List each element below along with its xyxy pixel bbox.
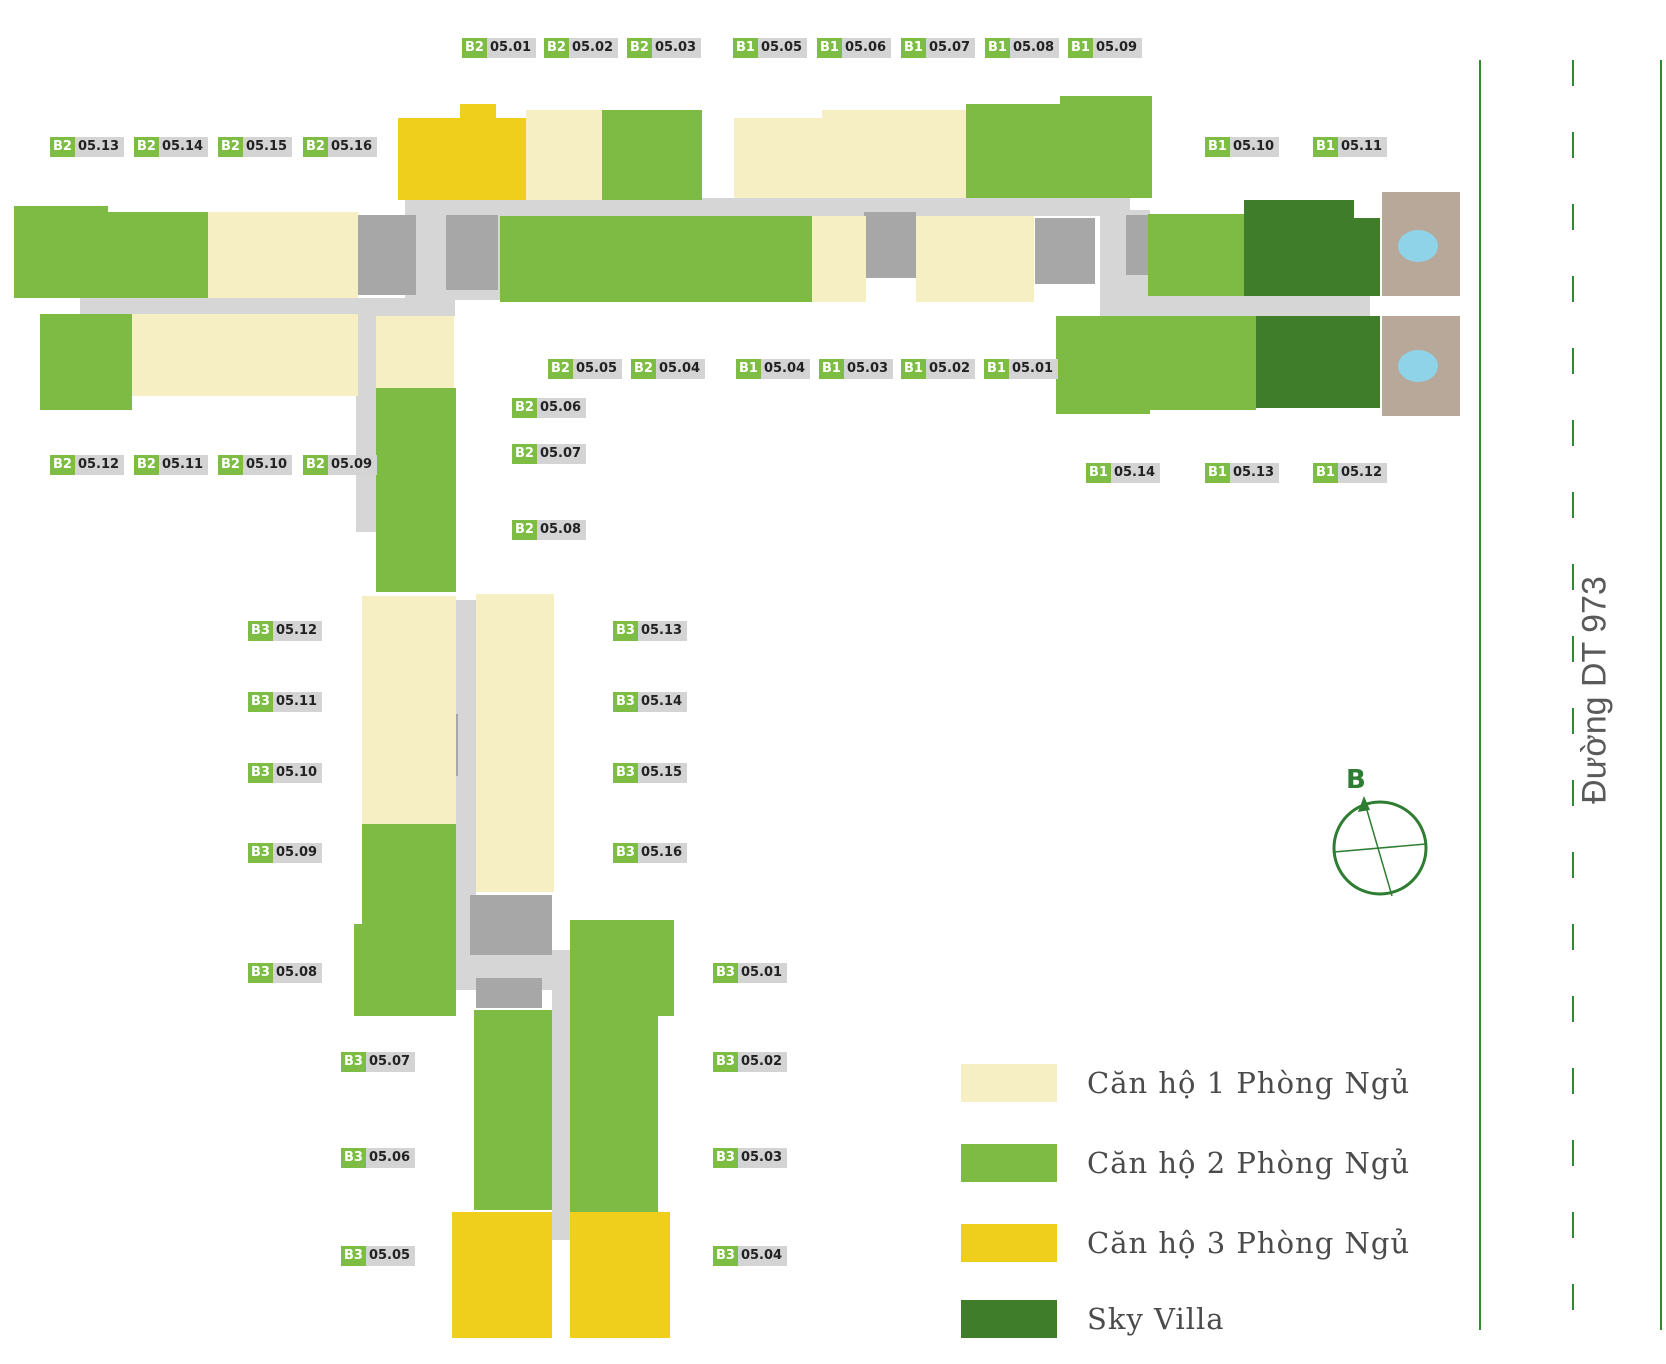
legend-two-bed: Căn hộ 2 Phòng Ngủ (961, 1144, 1410, 1182)
road-label: Đường DT 973 (1575, 576, 1614, 804)
legend-label-sky-villa: Sky Villa (1087, 1302, 1225, 1336)
legend-three-bed: Căn hộ 3 Phòng Ngủ (961, 1224, 1410, 1262)
compass-circle (1332, 800, 1428, 896)
legend-label-one-bed: Căn hộ 1 Phòng Ngủ (1087, 1066, 1411, 1100)
legend-swatch-one-bed (961, 1064, 1057, 1102)
legend-sky-villa: Sky Villa (961, 1300, 1225, 1338)
wing-b3 (354, 594, 674, 1338)
compass-line-h (1333, 843, 1427, 853)
legend-label-two-bed: Căn hộ 2 Phòng Ngủ (1087, 1146, 1411, 1180)
wing-b2-south (376, 316, 456, 592)
legend-swatch-three-bed (961, 1224, 1057, 1262)
north-compass-icon (1363, 799, 1393, 897)
legend-swatch-two-bed (961, 1144, 1057, 1182)
wing-b1-north (724, 96, 1152, 302)
wing-b2-west-upper (14, 206, 358, 410)
wing-b2-north (398, 104, 724, 302)
wing-b1-east (1056, 192, 1460, 416)
legend-swatch-sky-villa (961, 1300, 1057, 1338)
legend-label-three-bed: Căn hộ 3 Phòng Ngủ (1087, 1226, 1411, 1260)
compass-arrow-icon (1358, 796, 1370, 812)
legend-one-bed: Căn hộ 1 Phòng Ngủ (961, 1064, 1410, 1102)
compass-letter: B (1346, 765, 1366, 795)
